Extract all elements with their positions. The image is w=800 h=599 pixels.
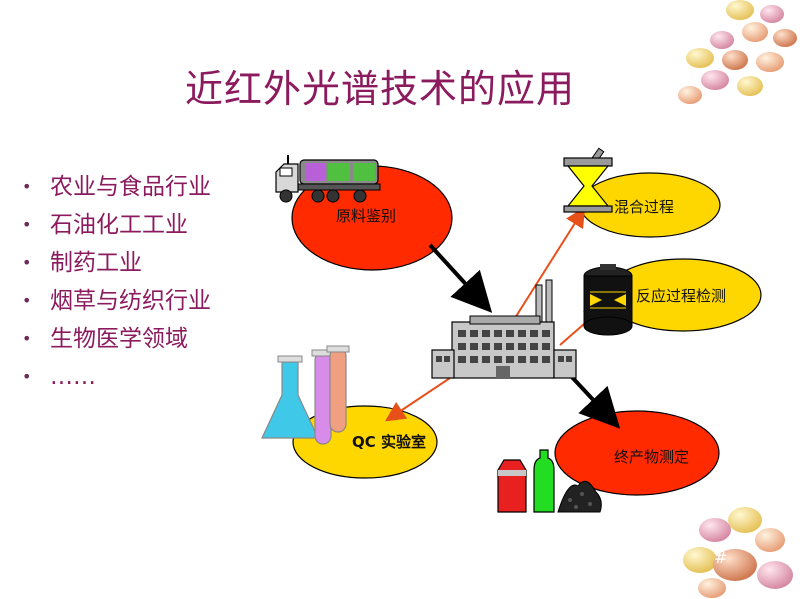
lab-flasks-icon bbox=[261, 345, 350, 445]
arrow-raw-to-factory bbox=[428, 243, 493, 313]
node-label-end-product: 终产物测定 bbox=[614, 448, 690, 466]
candy-eggs-bottom-icon bbox=[683, 507, 793, 598]
bullet-icon: • bbox=[22, 215, 32, 234]
candy-eggs-top-icon bbox=[678, 0, 797, 104]
list-item: •石油化工工业 bbox=[22, 206, 211, 244]
slide-title: 近红外光谱技术的应用 bbox=[184, 67, 575, 111]
list-item: •烟草与纺织行业 bbox=[22, 282, 211, 320]
application-list: •农业与食品行业 •石油化工工业 •制药工业 •烟草与纺织行业 •生物医学领域 … bbox=[22, 168, 211, 396]
list-item: •生物医学领域 bbox=[22, 320, 211, 358]
arrow-factory-to-qc bbox=[385, 377, 451, 422]
page-number: # bbox=[714, 548, 728, 567]
node-end-product bbox=[554, 410, 720, 496]
mortar-pestle-icon bbox=[563, 147, 613, 213]
arrow-factory-to-mixing bbox=[514, 206, 586, 319]
reactor-vessel-icon bbox=[583, 264, 633, 336]
node-label-qc-lab: QC 实验室 bbox=[352, 433, 426, 451]
tanker-truck-icon bbox=[275, 155, 381, 203]
bullet-icon: • bbox=[22, 177, 32, 196]
product-containers-icon bbox=[497, 449, 602, 513]
node-label-reaction: 反应过程检测 bbox=[636, 287, 727, 305]
bullet-icon: • bbox=[22, 329, 32, 348]
bullet-icon: • bbox=[22, 367, 32, 386]
bullet-icon: • bbox=[22, 291, 32, 310]
list-item: •…… bbox=[22, 358, 211, 396]
factory-icon bbox=[431, 279, 577, 379]
node-label-mixing: 混合过程 bbox=[614, 198, 675, 216]
list-item: •制药工业 bbox=[22, 244, 211, 282]
node-label-raw-material: 原料鉴别 bbox=[336, 207, 397, 225]
arrow-factory-to-end-product bbox=[568, 373, 621, 429]
list-item: •农业与食品行业 bbox=[22, 168, 211, 206]
bullet-icon: • bbox=[22, 253, 32, 272]
